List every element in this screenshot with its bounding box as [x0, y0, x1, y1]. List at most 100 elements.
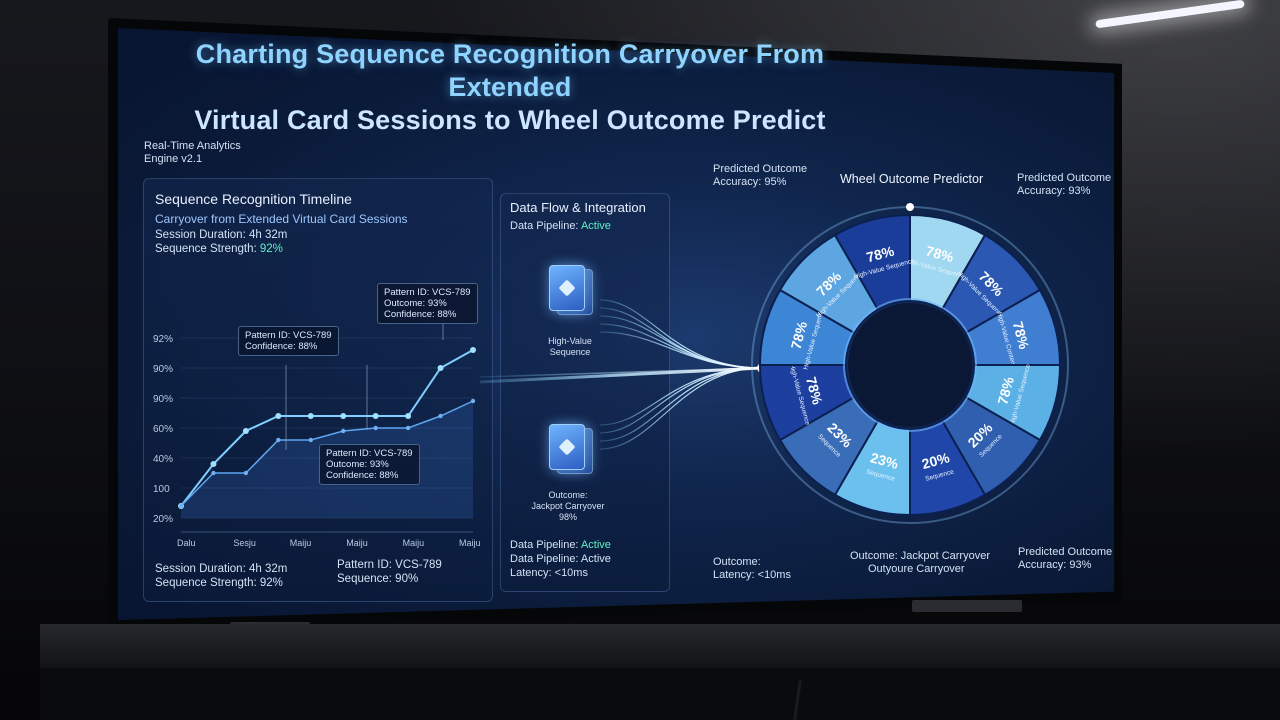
x-tick-label: Maiju — [290, 538, 312, 548]
data-point[interactable] — [211, 470, 216, 476]
wheel-outcome-left: Outcome: Latency: <10ms — [713, 556, 791, 582]
card-icon-outcome[interactable] — [549, 424, 585, 470]
x-tick-label: Sesju — [233, 538, 256, 548]
pattern-tag-left[interactable]: Pattern ID: VCS-789 Confidence: 88% — [238, 326, 339, 356]
wheel-outcome-left-line-2: Latency: <10ms — [713, 569, 791, 581]
table-body — [40, 668, 1280, 720]
wheel-segment-value: 78% — [1010, 320, 1033, 352]
pattern-tag-mid-line-1: Pattern ID: VCS-789 — [326, 448, 413, 459]
data-point[interactable] — [210, 461, 217, 467]
title-line-1: Charting Sequence Recognition Carryover … — [195, 39, 825, 102]
y-tick-label: 90% — [153, 394, 173, 405]
dataflow-footer-pipeline: Data Pipeline: Active — [510, 539, 611, 552]
gem-icon — [558, 438, 576, 456]
engine-label-line-2: Engine v2.1 — [144, 153, 203, 165]
pattern-tag-mid[interactable]: Pattern ID: VCS-789 Outcome: 93% Confide… — [319, 444, 420, 485]
dataflow-footer-pipeline-label: Data Pipeline: — [510, 539, 579, 551]
card2-caption-line-2: Jackpot Carryover — [531, 501, 605, 511]
data-point[interactable] — [340, 413, 347, 419]
data-point[interactable] — [276, 437, 281, 443]
session-duration: Session Duration: 4h 32m — [155, 229, 288, 241]
y-tick-label: 20% — [153, 514, 173, 525]
wheel-outcome-center: Outcome: Jackpot Carryover Outyoure Carr… — [850, 550, 990, 576]
card1-caption: High-Value Sequence — [540, 336, 600, 358]
wheel-outcome-center-line-2: Outyoure Carryover — [868, 563, 965, 575]
y-tick-label: 92% — [153, 334, 173, 345]
y-tick-label: 90% — [153, 364, 173, 375]
x-tick-label: Maiju — [346, 538, 368, 548]
data-point[interactable] — [373, 425, 378, 431]
wheel-segment-value: 78% — [788, 319, 811, 351]
engine-label: Real-Time Analytics Engine v2.1 — [144, 140, 241, 166]
data-point[interactable] — [178, 503, 184, 509]
wheel-hub-ring — [843, 298, 977, 432]
card-icon-high-value[interactable] — [549, 265, 585, 311]
pattern-tag-top-line-1: Pattern ID: VCS-789 — [384, 287, 471, 298]
sequence-strength-value: 92% — [259, 243, 283, 255]
wheel-segment-value: 78% — [865, 242, 897, 265]
wheel-accuracy-right-line-2: Accuracy: 93% — [1017, 185, 1091, 197]
wheel-segment-value: 20% — [920, 449, 952, 472]
wheel-pointer — [906, 203, 914, 211]
data-flow-streams — [480, 299, 767, 450]
data-point[interactable] — [470, 347, 476, 353]
data-point[interactable] — [341, 428, 346, 434]
data-point[interactable] — [405, 413, 412, 419]
data-point[interactable] — [438, 413, 443, 419]
engine-label-line-1: Real-Time Analytics — [144, 140, 241, 152]
pattern-tag-left-line-1: Pattern ID: VCS-789 — [245, 330, 332, 341]
data-point[interactable] — [437, 365, 444, 371]
card1-caption-line-2: Sequence — [549, 347, 591, 357]
data-point[interactable] — [242, 428, 249, 434]
y-tick-label: 100 — [153, 484, 170, 495]
footer-strength: Sequence Strength: 92% — [155, 577, 283, 589]
dataflow-pipeline: Data Pipeline: Active — [510, 220, 611, 233]
data-point[interactable] — [405, 425, 411, 431]
wheel-segment-value: 78% — [994, 374, 1017, 406]
data-point[interactable] — [275, 413, 282, 419]
wheel-outcome-right-line-1: Predicted Outcome — [1018, 546, 1113, 558]
dataflow-pipeline-label: Data Pipeline: — [510, 220, 579, 232]
wheel-segment-value: 78% — [924, 243, 956, 266]
data-point[interactable] — [372, 413, 379, 419]
pattern-tag-top[interactable]: Pattern ID: VCS-789 Outcome: 93% Confide… — [377, 283, 478, 324]
data-point[interactable] — [307, 413, 314, 419]
title-line-2: Virtual Card Sessions to Wheel Outcome P… — [194, 105, 826, 135]
x-tick-label: Dalu — [177, 538, 196, 548]
card2-caption-line-1: Outcome: — [548, 490, 588, 500]
card2-caption-line-3: 98% — [558, 512, 577, 522]
timeline-subtitle: Carryover from Extended Virtual Card Ses… — [155, 212, 408, 226]
series-line — [180, 349, 474, 507]
wheel-hub — [848, 303, 972, 427]
data-point[interactable] — [243, 470, 249, 476]
dataflow-title: Data Flow & Integration — [510, 200, 646, 215]
wheel-accuracy-right-line-1: Predicted Outcome — [1017, 172, 1112, 184]
card2-caption: Outcome: Jackpot Carryover 98% — [523, 490, 613, 523]
wheel-outcome-left-line-1: Outcome: — [713, 556, 761, 568]
wheel-accuracy-right: Predicted Outcome Accuracy: 93% — [1017, 172, 1111, 198]
x-tick-label: Maiju — [403, 538, 425, 548]
data-point[interactable] — [470, 398, 476, 404]
gem-icon — [558, 279, 576, 297]
dataflow-footer-pipeline-value: Active — [580, 539, 611, 551]
dataflow-footer-latency: Latency: <10ms — [510, 567, 588, 579]
sequence-strength: Sequence Strength: 92% — [155, 243, 283, 256]
pattern-tag-mid-line-2: Outcome: 93% — [326, 459, 389, 470]
footer-sequence: Sequence: 90% — [337, 573, 419, 585]
tv-stand-right — [912, 600, 1022, 612]
series-line — [180, 400, 474, 507]
wheel-segment-value: 78% — [803, 375, 826, 407]
wheel-segment-value: 23% — [869, 449, 901, 472]
x-tick-label: Maiju — [459, 538, 481, 548]
pattern-tag-top-line-3: Confidence: 88% — [384, 309, 457, 320]
wheel-title: Wheel Outcome Predictor — [840, 172, 984, 186]
dataflow-pipeline-value: Active — [580, 220, 611, 232]
pattern-tag-top-line-2: Outcome: 93% — [384, 298, 447, 309]
data-point[interactable] — [308, 437, 313, 443]
page-title: Charting Sequence Recognition Carryover … — [150, 38, 870, 137]
wheel-accuracy-left: Predicted Outcome Accuracy: 95% — [713, 163, 807, 189]
wheel-segment[interactable] — [833, 213, 911, 311]
footer-pattern: Pattern ID: VCS-789 — [337, 559, 442, 571]
timeline-title: Sequence Recognition Timeline — [155, 191, 352, 207]
